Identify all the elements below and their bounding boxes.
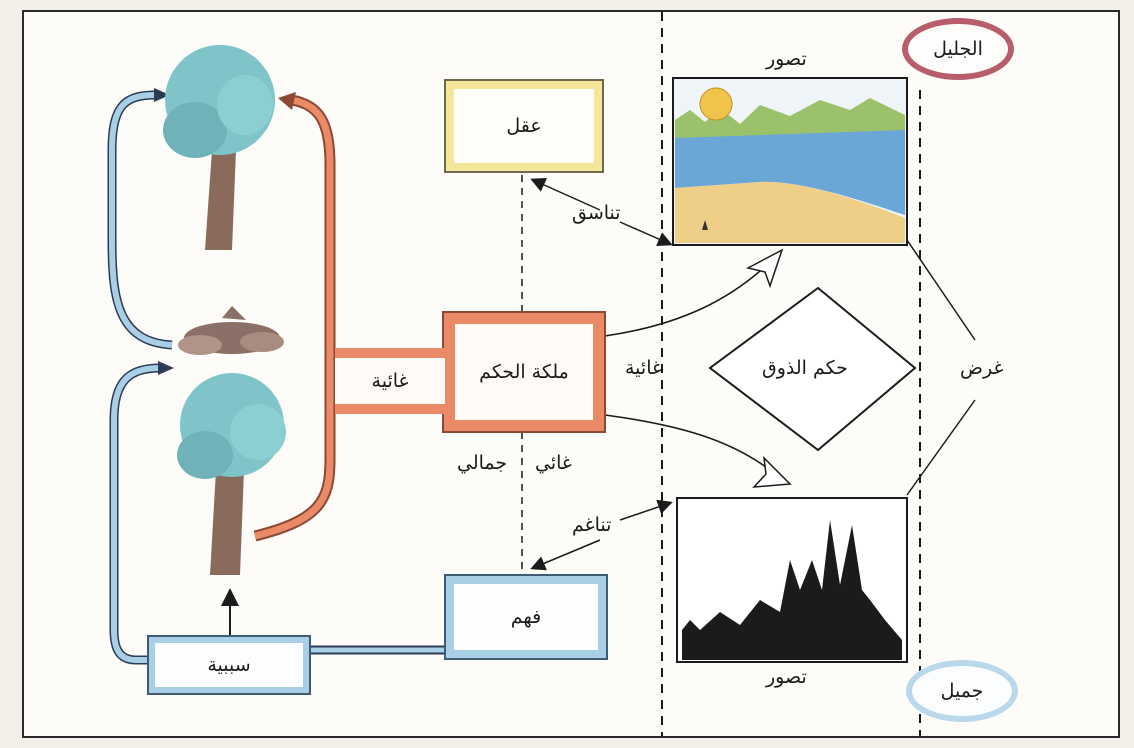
arrow-tanasuq-to-aql xyxy=(530,178,601,211)
box-fahm: فهم xyxy=(444,574,608,660)
arrow-tanagum-to-fahm xyxy=(530,539,601,571)
tree-top xyxy=(163,45,275,250)
box-fahm-label: فهم xyxy=(510,606,542,628)
arrow-tanagum-to-image xyxy=(619,499,673,521)
label-ghaiya-right: غائية xyxy=(625,357,662,379)
oval-jamil: جميل xyxy=(906,660,1018,722)
curve-malaka-to-jamil xyxy=(604,414,771,471)
label-tanasuq: تناسق xyxy=(572,202,621,224)
label-hukm-al-dhawq: حكم الذوق xyxy=(762,357,848,379)
box-malakat-al-hukm: ملكة الحكم xyxy=(442,311,606,433)
label-jamali: جمالي xyxy=(457,452,508,474)
label-ghai: غائي xyxy=(535,452,572,474)
label-gharad: غرض xyxy=(960,357,1004,379)
oval-jamil-label: جميل xyxy=(940,680,984,702)
landscape-picture xyxy=(672,77,908,246)
label-tasawwur-top: تصور xyxy=(766,48,807,70)
oval-al-jalil: الجليل xyxy=(902,18,1014,80)
box-aql: عقل xyxy=(444,79,604,173)
cathedral-picture xyxy=(676,497,908,663)
blue-causality-arrows xyxy=(107,88,445,665)
tree-bottom xyxy=(177,373,286,575)
ghaiya-band-label: غائية xyxy=(371,370,409,392)
box-malakat-al-hukm-label: ملكة الحكم xyxy=(479,361,569,383)
diamond-hukm-al-dhawq xyxy=(708,286,917,452)
seeds xyxy=(178,306,284,355)
label-tasawwur-bottom: تصور xyxy=(766,666,807,688)
box-sababiya-label: سببية xyxy=(207,654,251,676)
oval-al-jalil-label: الجليل xyxy=(933,38,983,60)
curve-malaka-to-jalil xyxy=(604,261,771,337)
orange-teleology-arrow xyxy=(253,92,336,542)
box-ghaiya-band: غائية xyxy=(335,348,445,414)
arrow-tanasuq-to-image xyxy=(619,221,673,247)
label-tanagum: تناغم xyxy=(572,514,612,536)
box-sababiya: سببية xyxy=(147,635,311,695)
box-aql-label: عقل xyxy=(506,115,542,137)
